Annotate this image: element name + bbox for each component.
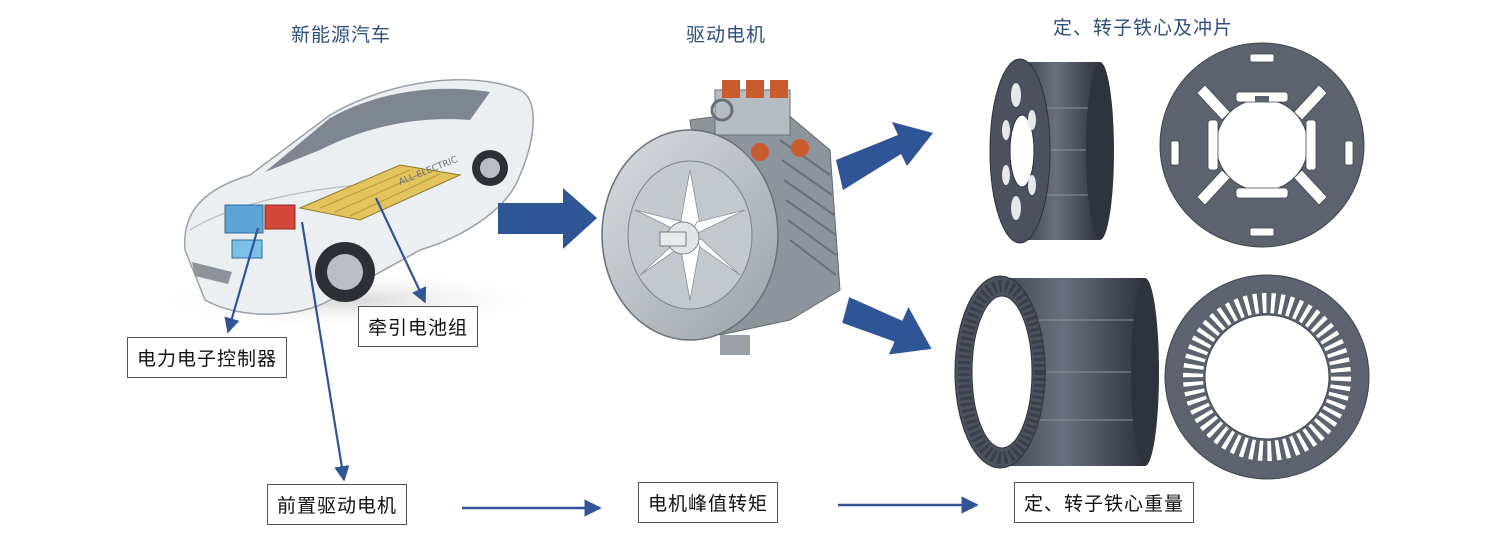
car-to-motor-arrow [498,188,597,249]
battery-label: 牵引电池组 [358,306,479,347]
power-electronics-label: 电力电子控制器 [127,337,288,378]
peak-torque-label: 电机峰值转矩 [638,482,779,523]
core-title: 定、转子铁心及冲片 [1053,17,1234,39]
motor-title: 驱动电机 [686,24,767,46]
rotor-lamination-illustration [1159,42,1365,248]
electric-car-illustration: ALL-ELECTRIC [150,79,550,330]
motor-to-rotor-arrow [836,122,933,190]
motor-to-stator-arrow [842,297,932,355]
front-motor-pointer [300,221,350,482]
front-motor-label: 前置驱动电机 [267,484,408,525]
core-weight-label: 定、转子铁心重量 [1014,482,1195,523]
controller-pointer [224,227,260,334]
stator-core-illustration [954,275,1159,469]
drive-motor-illustration [601,80,841,355]
battery-pointer [375,197,427,304]
rotor-core-illustration [989,58,1114,244]
stator-lamination-illustration [1164,274,1370,480]
vehicle-title: 新能源汽车 [291,24,392,46]
